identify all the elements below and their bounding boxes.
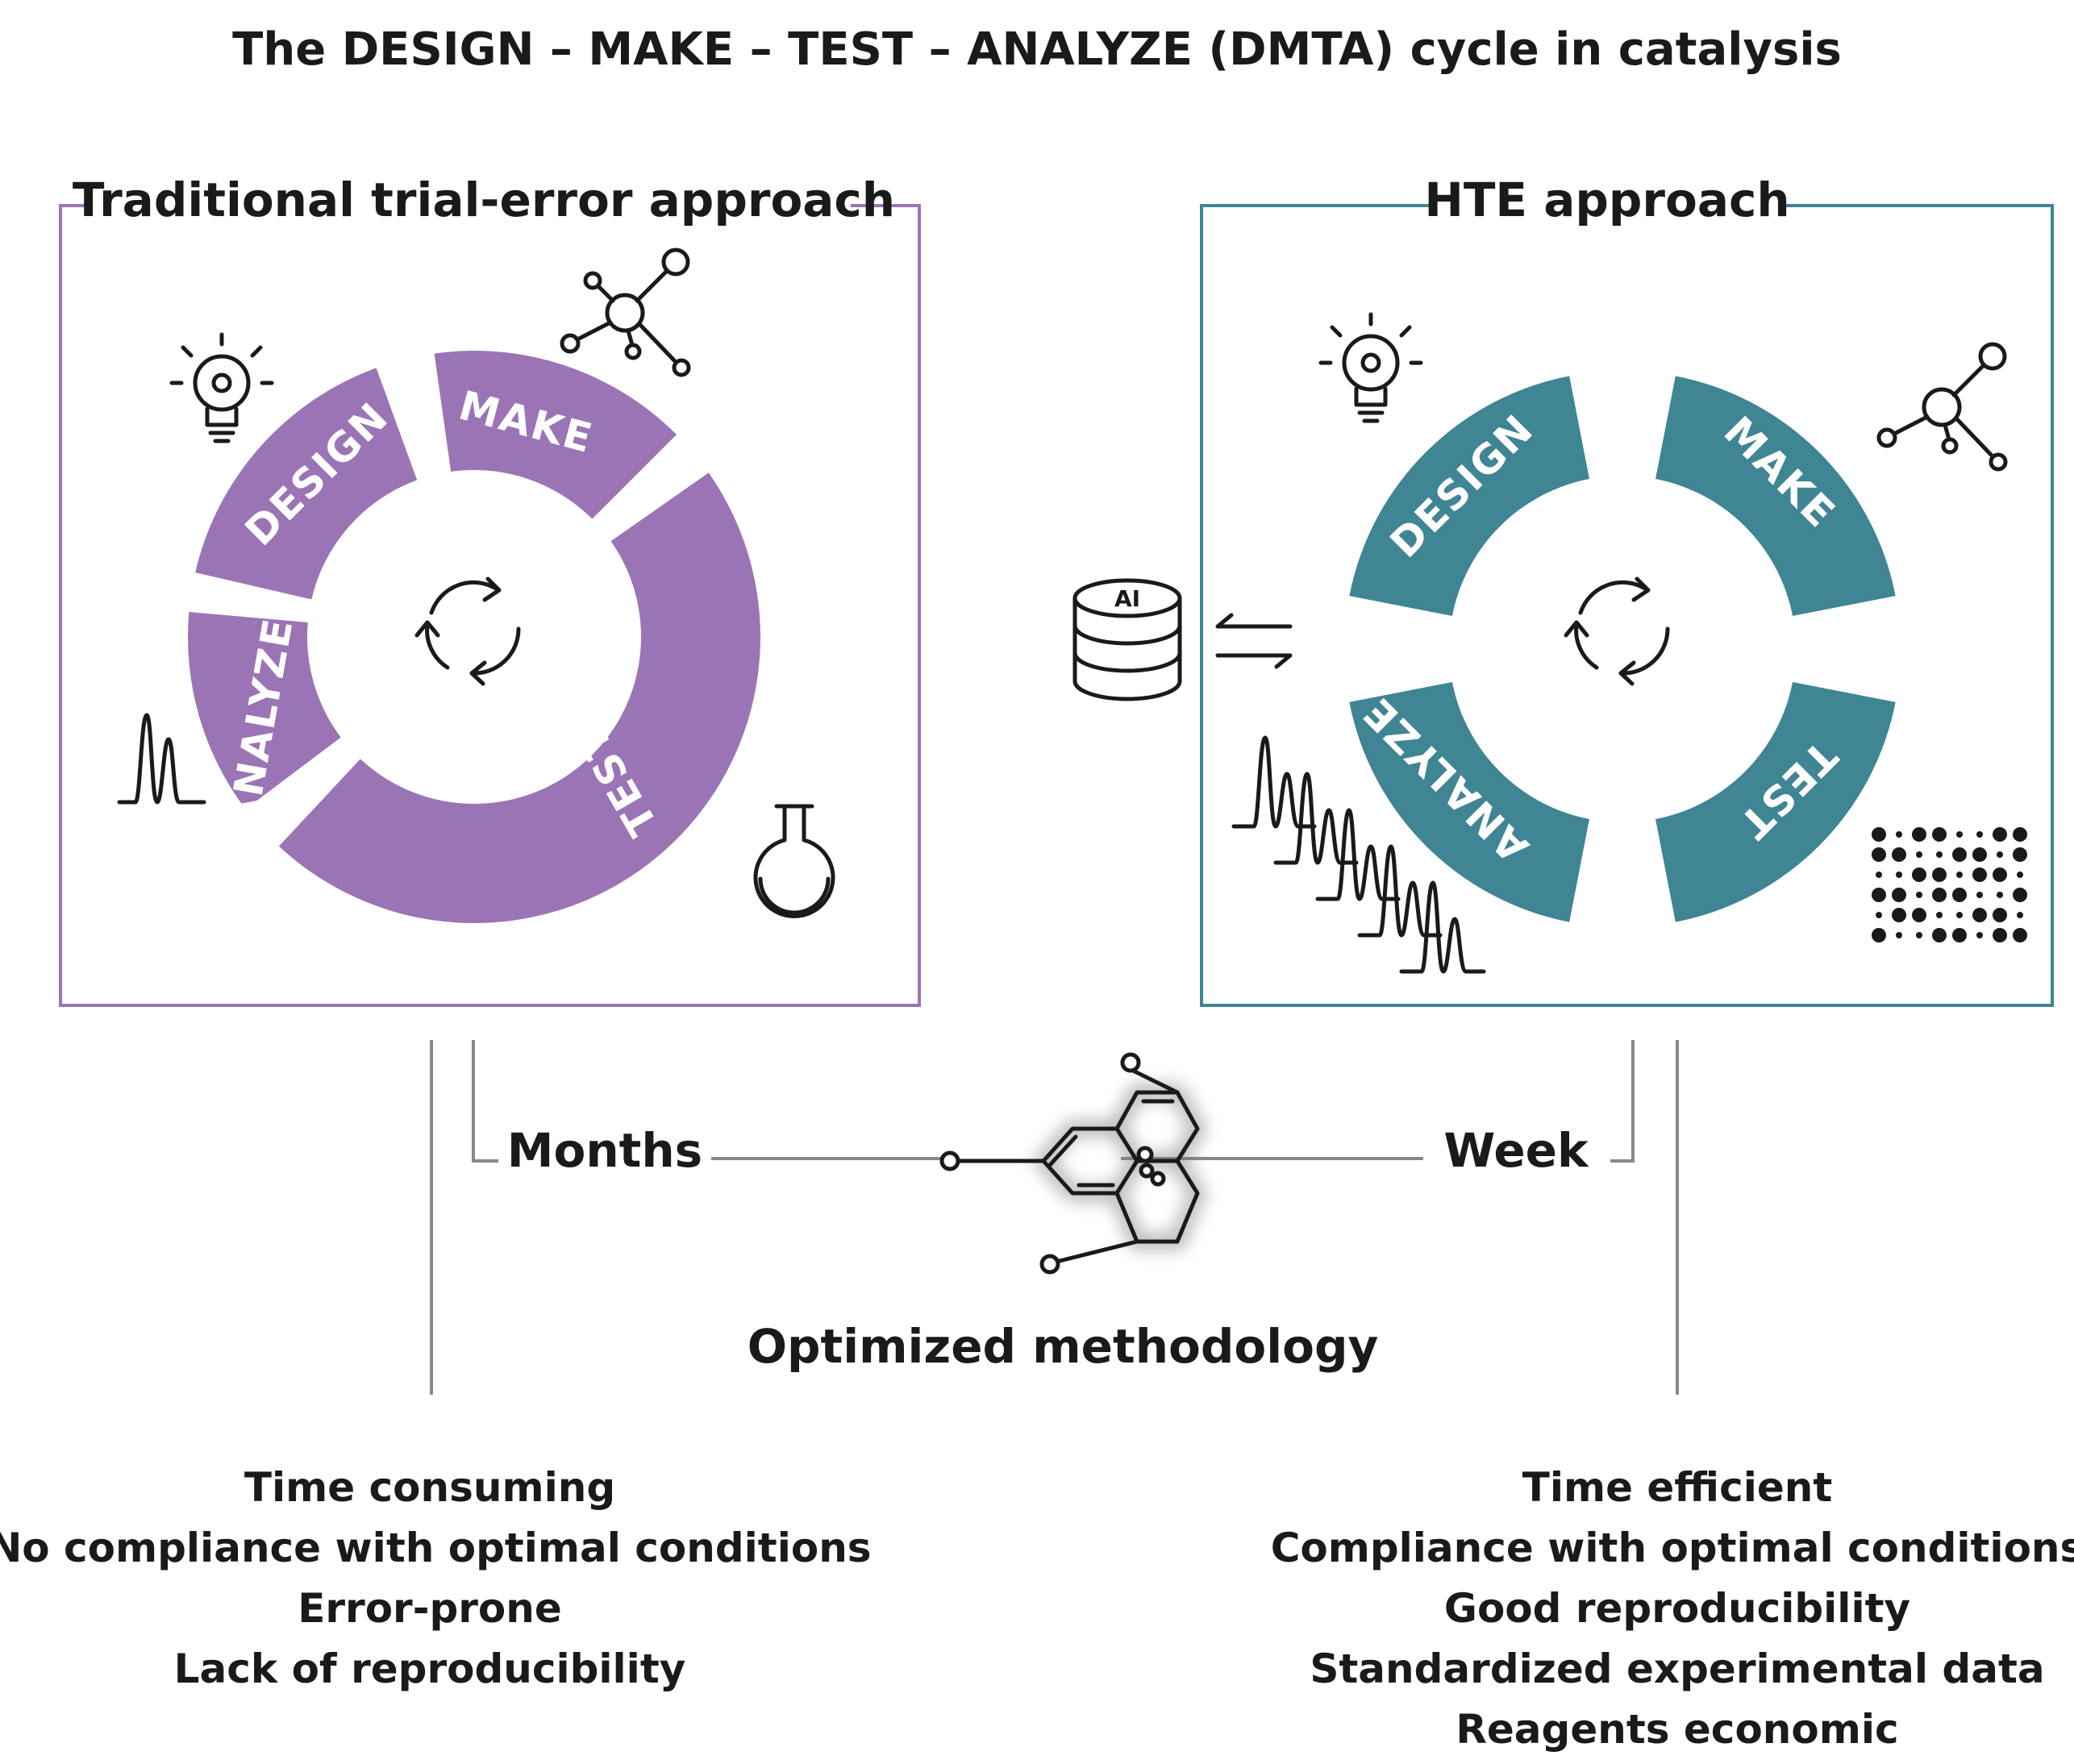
well-dot: [1932, 867, 1947, 882]
well-dot: [1956, 831, 1963, 838]
months-label: Months: [507, 1123, 702, 1178]
well-dot: [2013, 827, 2027, 842]
well-dot: [1896, 872, 1902, 878]
traditional-test-segment: [278, 472, 760, 923]
molecule-icon: [1876, 342, 2008, 472]
well-dot: [1876, 912, 1882, 918]
well-dot: [1976, 831, 1983, 838]
well-dot: [1997, 851, 2003, 858]
list-item: No compliance with optimal conditions: [0, 1525, 872, 1571]
lightbulb-icon: [1318, 312, 1423, 423]
well-dot: [2017, 872, 2023, 878]
well-dot: [1872, 827, 1886, 842]
traditional-panel-title: Traditional trial-error approach: [73, 173, 895, 227]
hte-design-segment: [1349, 376, 1589, 616]
cycle-arrows-icon: [414, 576, 521, 686]
molecule-structure-icon: [939, 1052, 1207, 1275]
well-dot: [1976, 932, 1983, 938]
well-dot: [1912, 908, 1926, 922]
ai-database-icon: AI: [1072, 576, 1182, 701]
well-dot: [1972, 867, 1987, 882]
well-dot: [1936, 912, 1943, 918]
well-dot: [1952, 888, 1967, 902]
well-dot: [1932, 928, 1947, 942]
well-dot: [1993, 928, 2007, 942]
list-item: Reagents economic: [1456, 1706, 1898, 1753]
ai-label: AI: [1114, 585, 1140, 612]
hte-panel-title: HTE approach: [1424, 173, 1789, 227]
well-dot: [2013, 847, 2027, 862]
well-dot: [1872, 847, 1886, 862]
stacked-spectra-icon: [1231, 735, 1486, 974]
well-dot: [2013, 888, 2027, 902]
well-dot: [1932, 888, 1947, 902]
week-label: Week: [1443, 1123, 1589, 1178]
well-dot: [2013, 928, 2027, 942]
well-dot: [1876, 872, 1882, 878]
traditional-cycle: DESIGN MAKE TEST ANALYZE: [187, 351, 760, 923]
list-item: Standardized experimental data: [1310, 1645, 2044, 1692]
well-dot: [1972, 908, 1987, 922]
well-dot: [1993, 827, 2007, 842]
well-dot: [1952, 928, 1967, 942]
hte-feature-list: Time efficient Compliance with optimal c…: [1271, 1464, 2074, 1753]
well-dot: [1916, 851, 1922, 858]
hte-panel: HTE approach DESIGN MAKE TEST ANALYZE: [1072, 173, 2054, 1007]
well-dot: [1872, 928, 1886, 942]
lightbulb-icon: [169, 332, 274, 443]
main-title: The DESIGN – MAKE – TEST – ANALYZE (DMTA…: [232, 23, 1842, 76]
well-dot: [1912, 867, 1926, 882]
flask-icon: [753, 804, 835, 918]
hte-cycle: DESIGN MAKE TEST ANALYZE: [1349, 376, 1896, 922]
well-dot: [1896, 932, 1902, 938]
traditional-panel-frame: [59, 204, 921, 1007]
traditional-feature-list: Time consuming No compliance with optima…: [0, 1464, 872, 1692]
well-dot: [1976, 892, 1983, 898]
well-dot: [1952, 847, 1967, 862]
well-dot: [1956, 872, 1963, 878]
exchange-arrows-icon: [1215, 613, 1293, 669]
well-dot: [1972, 847, 1987, 862]
hte-make-segment: [1655, 376, 1896, 616]
spectrum-peaks-icon: [117, 713, 206, 805]
traditional-analyze-segment: [187, 612, 341, 809]
well-dot: [1892, 908, 1906, 922]
well-dot: [1912, 827, 1926, 842]
list-item: Error-prone: [298, 1585, 562, 1632]
well-dot: [2017, 912, 2023, 918]
well-dot: [1993, 908, 2007, 922]
well-dot: [1932, 827, 1947, 842]
well-dot: [1896, 831, 1902, 838]
well-plate-icon: [1872, 827, 2027, 942]
cycle-arrows-icon: [1564, 576, 1670, 686]
well-dot: [1956, 912, 1963, 918]
traditional-make-segment: [434, 351, 677, 519]
list-item: Time consuming: [244, 1464, 615, 1511]
hte-analyze-segment: [1349, 682, 1589, 922]
well-dot: [1892, 888, 1906, 902]
well-dot: [1892, 847, 1906, 862]
traditional-design-segment: [195, 368, 418, 600]
list-item: Good reproducibility: [1444, 1585, 1910, 1632]
list-item: Compliance with optimal conditions: [1271, 1525, 2074, 1571]
well-dot: [1997, 892, 2003, 898]
well-dot: [1936, 851, 1943, 858]
hte-panel-frame: [1200, 204, 2054, 1007]
list-item: Time efficient: [1522, 1464, 1833, 1511]
traditional-panel: Traditional trial-error approach DESIGN …: [59, 173, 921, 1007]
molecule-icon: [560, 248, 691, 377]
well-dot: [1916, 932, 1922, 938]
well-dot: [1993, 867, 2007, 882]
hte-test-segment: [1655, 682, 1896, 922]
list-item: Lack of reproducibility: [174, 1645, 686, 1692]
well-dot: [1872, 888, 1886, 902]
well-dot: [1916, 892, 1922, 898]
optimized-methodology-label: Optimized methodology: [748, 1319, 1379, 1374]
